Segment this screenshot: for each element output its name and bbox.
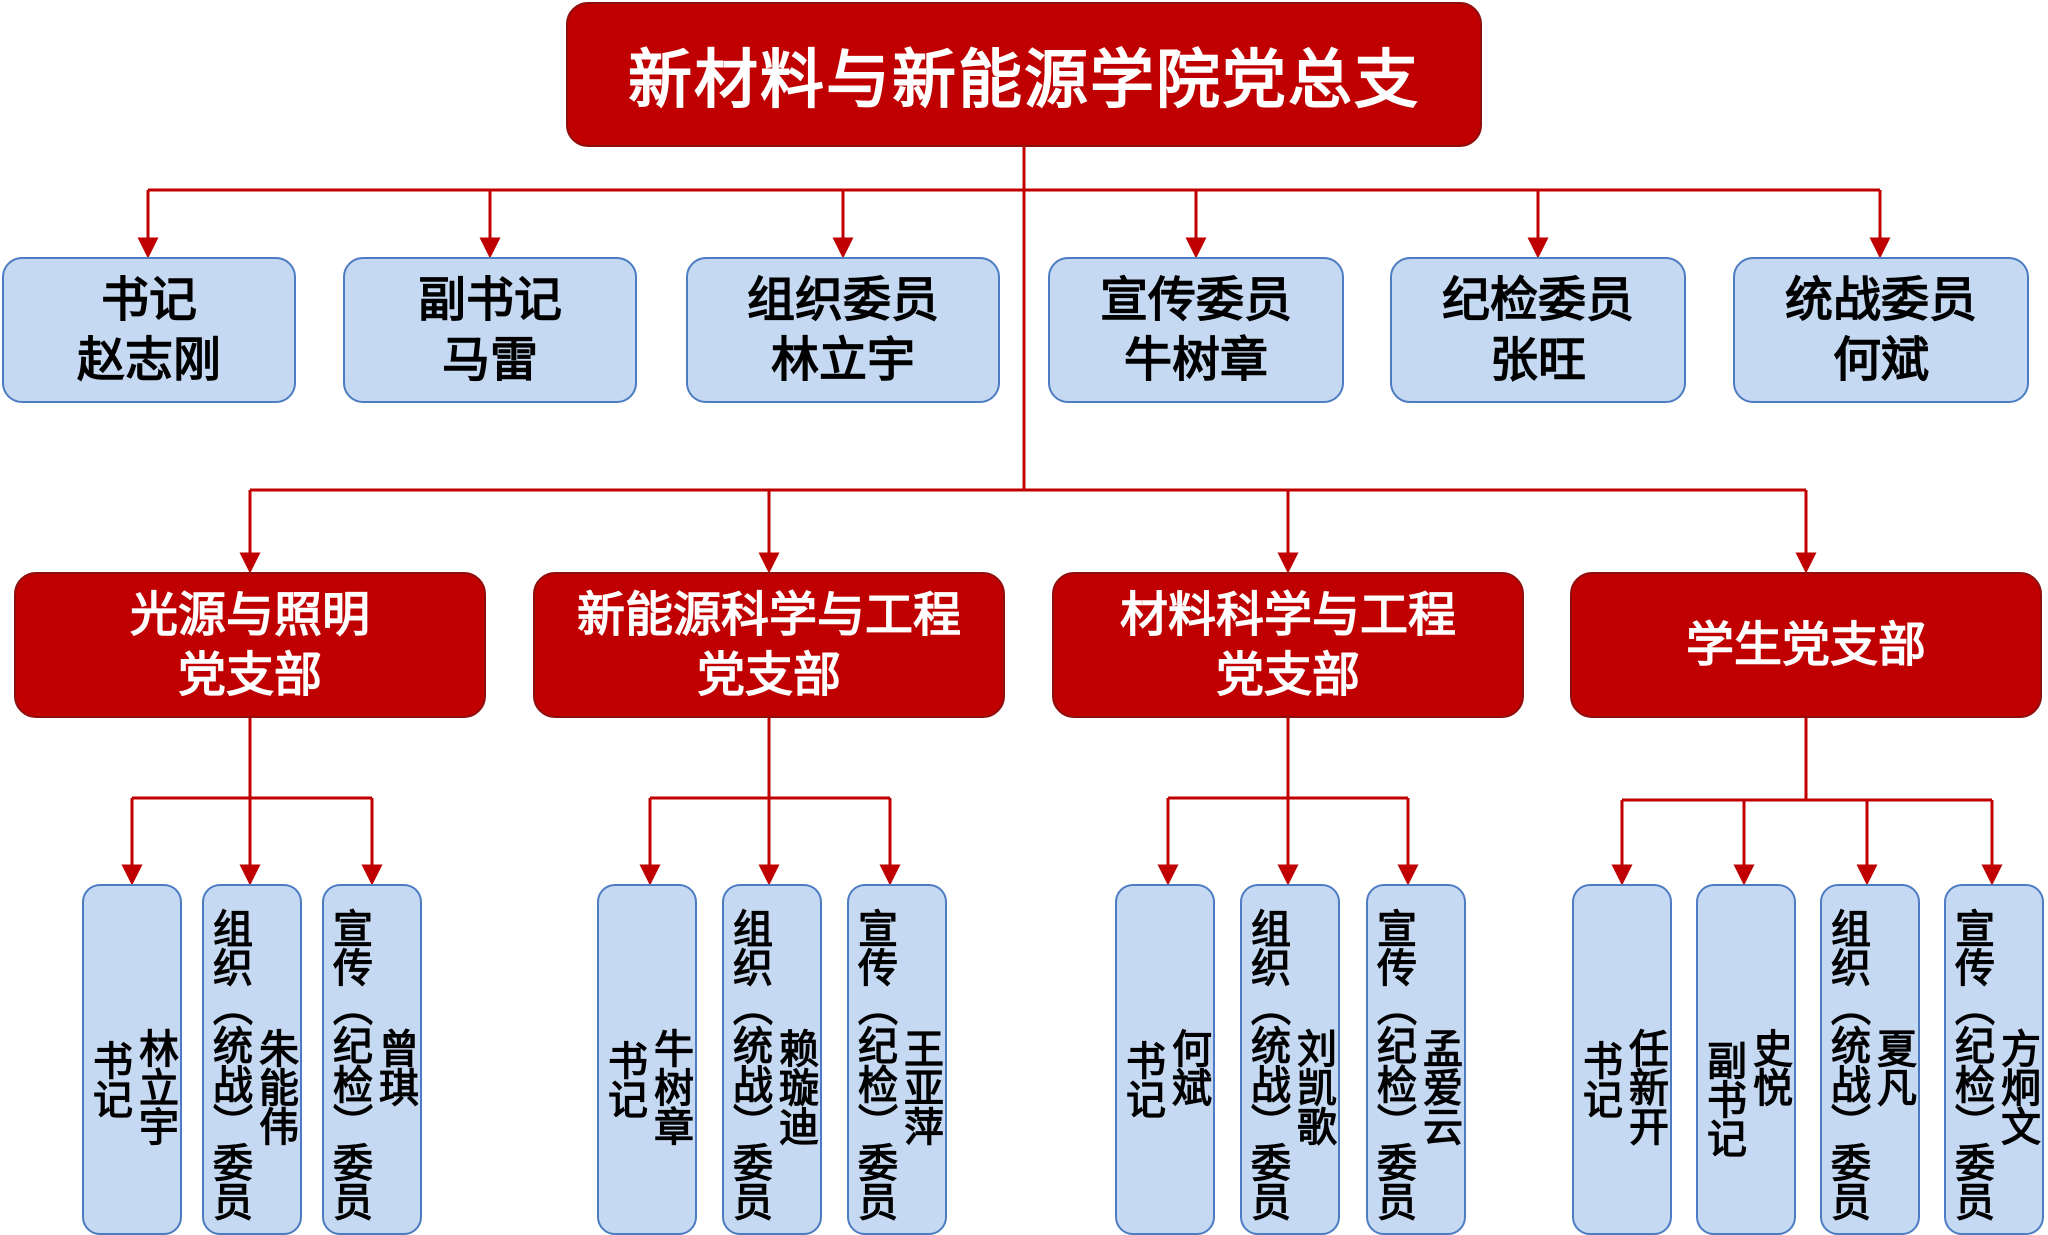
branch-label-line1: 光源与照明 bbox=[129, 587, 370, 643]
member-title: 组织（统战）委员 bbox=[726, 908, 772, 1220]
member-name: 夏凡 bbox=[1870, 1028, 1916, 1106]
member-name: 曾琪 bbox=[372, 1028, 418, 1106]
committee-publicity: 宣传委员 牛树章 bbox=[1048, 257, 1344, 403]
member-card: 何斌 书记 bbox=[1115, 884, 1215, 1235]
member-card: 方炯文 宣传（纪检）委员 bbox=[1944, 884, 2044, 1235]
branch-label-line1: 材料科学与工程 bbox=[1119, 587, 1456, 643]
committee-name: 牛树章 bbox=[1123, 332, 1268, 388]
member-title: 宣传（纪检）委员 bbox=[851, 908, 897, 1220]
committee-organization: 组织委员 林立宇 bbox=[686, 257, 1000, 403]
member-title: 书记 bbox=[86, 1040, 132, 1118]
committee-name: 马雷 bbox=[441, 332, 538, 388]
member-card: 牛树章 书记 bbox=[597, 884, 697, 1235]
member-title: 书记 bbox=[1119, 1040, 1165, 1118]
committee-deputy-secretary: 副书记 马雷 bbox=[343, 257, 637, 403]
member-card: 史悦 副书记 bbox=[1696, 884, 1796, 1235]
member-name: 赖璇迪 bbox=[772, 1028, 818, 1145]
committee-secretary: 书记 赵志刚 bbox=[2, 257, 296, 403]
member-name: 孟爱云 bbox=[1416, 1028, 1462, 1145]
committee-title: 副书记 bbox=[417, 272, 562, 328]
committee-title: 统战委员 bbox=[1784, 272, 1977, 328]
committee-title: 组织委员 bbox=[746, 272, 939, 328]
member-name: 史悦 bbox=[1746, 1028, 1792, 1106]
committee-united-front: 统战委员 何斌 bbox=[1733, 257, 2029, 403]
member-card: 夏凡 组织（统战）委员 bbox=[1820, 884, 1920, 1235]
committee-name: 林立宇 bbox=[770, 332, 915, 388]
member-card: 孟爱云 宣传（纪检）委员 bbox=[1366, 884, 1466, 1235]
branch-label-line2: 党支部 bbox=[177, 647, 322, 703]
member-card: 赖璇迪 组织（统战）委员 bbox=[722, 884, 822, 1235]
member-name: 王亚萍 bbox=[897, 1028, 943, 1145]
committee-title: 宣传委员 bbox=[1099, 272, 1292, 328]
branch-student: 学生党支部 bbox=[1570, 572, 2042, 718]
member-title: 组织（统战）委员 bbox=[1824, 908, 1870, 1220]
member-card: 刘凯歌 组织（统战）委员 bbox=[1240, 884, 1340, 1235]
branch-new-energy: 新能源科学与工程 党支部 bbox=[533, 572, 1005, 718]
committee-name: 赵志刚 bbox=[76, 332, 221, 388]
branch-label-line2: 党支部 bbox=[1215, 647, 1360, 703]
member-card: 曾琪 宣传（纪检）委员 bbox=[322, 884, 422, 1235]
member-card: 林立宇 书记 bbox=[82, 884, 182, 1235]
branch-label-line1: 新能源科学与工程 bbox=[576, 587, 961, 643]
member-name: 朱能伟 bbox=[252, 1028, 298, 1145]
committee-name: 张旺 bbox=[1489, 332, 1586, 388]
root-label: 新材料与新能源学院党总支 bbox=[628, 43, 1420, 118]
member-title: 书记 bbox=[1576, 1040, 1622, 1118]
member-title: 宣传（纪检）委员 bbox=[1370, 908, 1416, 1220]
branch-materials: 材料科学与工程 党支部 bbox=[1052, 572, 1524, 718]
branch-label-line1: 学生党支部 bbox=[1685, 617, 1926, 673]
committee-title: 书记 bbox=[100, 272, 197, 328]
member-name: 林立宇 bbox=[132, 1028, 178, 1145]
member-title: 宣传（纪检）委员 bbox=[326, 908, 372, 1220]
member-card: 朱能伟 组织（统战）委员 bbox=[202, 884, 302, 1235]
member-name: 任新开 bbox=[1622, 1028, 1668, 1145]
committee-name: 何斌 bbox=[1832, 332, 1929, 388]
member-title: 宣传（纪检）委员 bbox=[1948, 908, 1994, 1220]
member-title: 书记 bbox=[601, 1040, 647, 1118]
member-name: 刘凯歌 bbox=[1290, 1028, 1336, 1145]
branch-label-line2: 党支部 bbox=[696, 647, 841, 703]
committee-discipline: 纪检委员 张旺 bbox=[1390, 257, 1686, 403]
committee-title: 纪检委员 bbox=[1441, 272, 1634, 328]
member-title: 副书记 bbox=[1700, 1040, 1746, 1157]
branch-lighting: 光源与照明 党支部 bbox=[14, 572, 486, 718]
member-title: 组织（统战）委员 bbox=[1244, 908, 1290, 1220]
member-name: 牛树章 bbox=[647, 1028, 693, 1145]
member-title: 组织（统战）委员 bbox=[206, 908, 252, 1220]
member-name: 方炯文 bbox=[1994, 1028, 2040, 1145]
member-card: 王亚萍 宣传（纪检）委员 bbox=[847, 884, 947, 1235]
member-name: 何斌 bbox=[1165, 1028, 1211, 1106]
root-node: 新材料与新能源学院党总支 bbox=[566, 2, 1482, 147]
member-card: 任新开 书记 bbox=[1572, 884, 1672, 1235]
